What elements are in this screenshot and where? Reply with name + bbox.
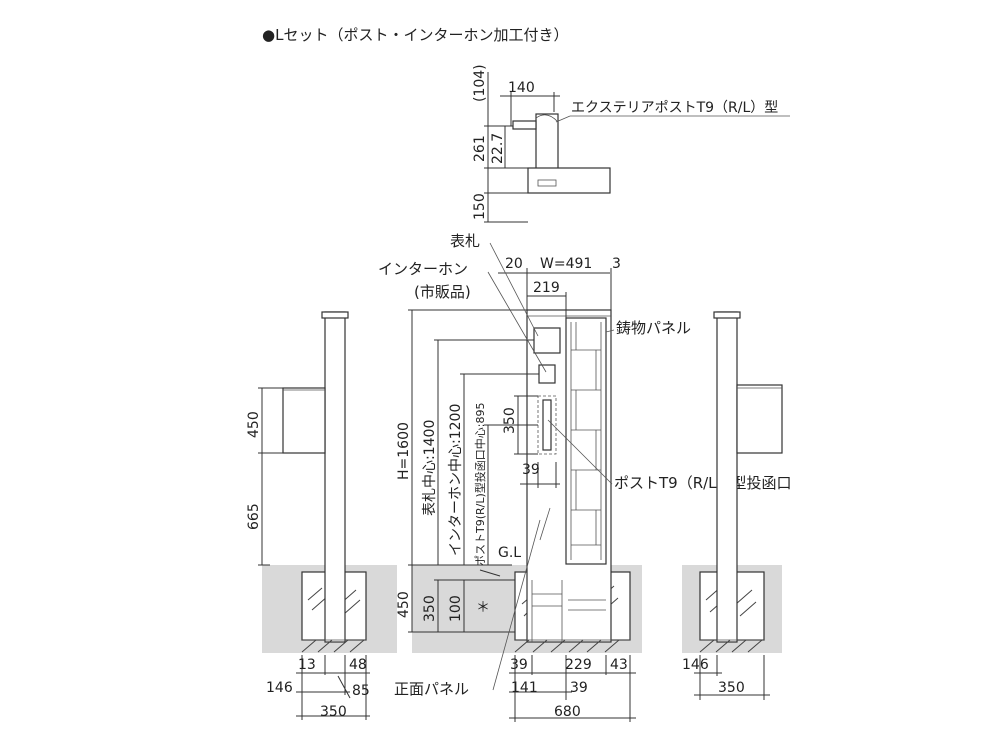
dim-nameplate-center: 表札中心:1400 [422,420,438,516]
right-side-view: 146 350 [682,311,783,700]
left-side-view: 450 665 13 48 146 85 350 [246,311,397,720]
label-intercom-note: (市販品) [414,283,471,301]
label-front-panel: 正面パネル [394,680,469,698]
dim-229: 229 [565,657,592,673]
dim-261: 261 [472,135,488,162]
dim-39-b: 39 [570,680,588,696]
mark-asterisk: ＊ [476,600,490,616]
dim-43: 43 [610,657,628,673]
dim-140: 140 [508,80,535,96]
dim-141: 141 [511,680,538,696]
dim-680: 680 [554,704,581,720]
label-gl: G.L [498,545,521,561]
dim-22-7: 22.7 [490,133,506,164]
dim-350-slot: 350 [502,407,518,434]
dim-39-a: 39 [510,657,528,673]
dim-450-left: 450 [246,411,262,438]
dim-width: W=491 [540,256,592,272]
front-view: 表札 インターホン (市販品) 20 W=491 3 219 鋳物パネル H=1… [378,232,792,722]
dim-intercom-center: インターホン中心:1200 [448,404,464,556]
dim-3: 3 [612,256,621,272]
label-exterior-post: エクステリアポストT9（R/L）型 [571,100,778,116]
label-nameplate: 表札 [450,232,480,250]
page-title: ●Lセット（ポスト・インターホン加工付き） [262,26,568,44]
dim-146-left: 146 [266,680,293,696]
top-view: (104) 140 261 22.7 150 エクステリアポストT9（R/L）型 [472,64,790,223]
dim-48-left: 48 [349,657,367,673]
dim-85-left: 85 [352,683,370,699]
dim-height: H=1600 [396,422,412,480]
label-intercom: インターホン [378,260,468,278]
dim-350-left: 350 [320,704,347,720]
dim-39-slot: 39 [522,462,540,478]
dim-104: (104) [472,64,488,102]
label-post-slot: ポストT9（R/L）型投函口 [614,474,792,492]
dim-post-slot-center: ポストT9(R/L)型投函口中心:895 [473,403,487,566]
dim-146-right: 146 [682,657,709,673]
dim-350-right: 350 [718,680,745,696]
dim-150: 150 [472,193,488,220]
dim-20: 20 [505,256,523,272]
dim-13-left: 13 [298,657,316,673]
dim-100: 100 [448,595,464,622]
dim-665-left: 665 [246,503,262,530]
dim-350-base: 350 [422,595,438,622]
label-cast-panel: 鋳物パネル [616,319,691,337]
dim-219: 219 [533,280,560,296]
dim-450-base: 450 [396,591,412,618]
